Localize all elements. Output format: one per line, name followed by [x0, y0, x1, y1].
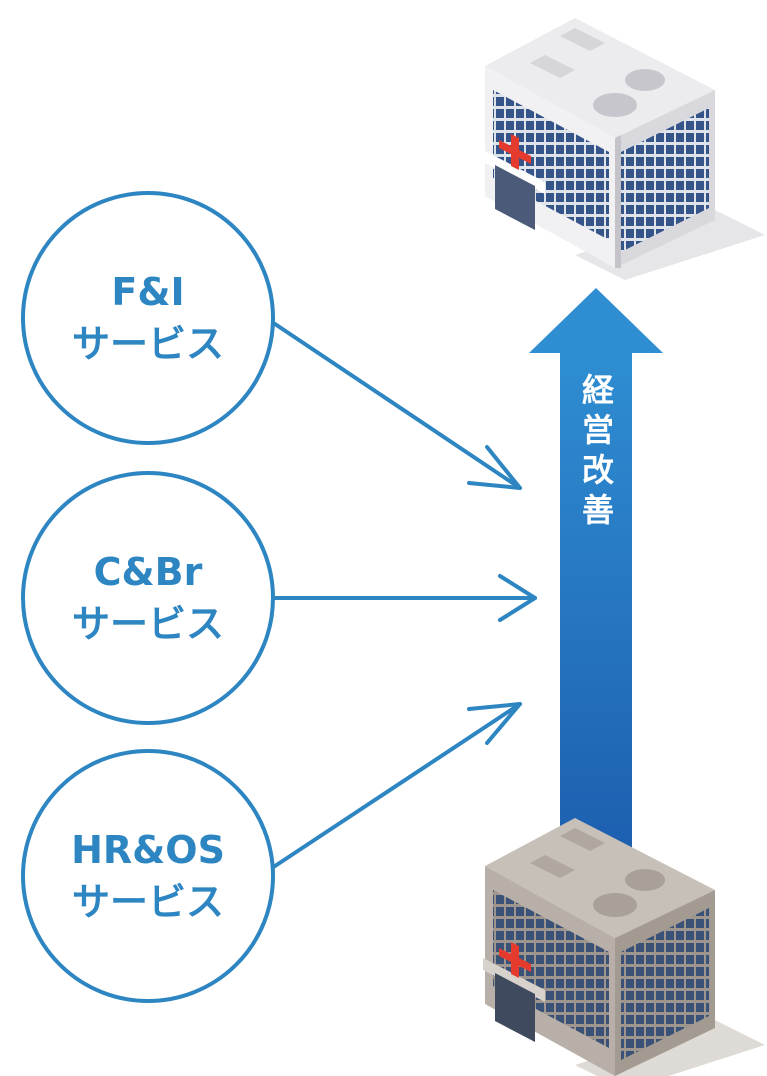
hospital-building-icon [483, 818, 765, 1076]
service-name: F&I [111, 270, 185, 314]
arrow-label: 経 営 改 善 [568, 370, 628, 530]
service-suffix: サービス [71, 322, 224, 366]
service-label-cbr: C&Br サービス [23, 546, 273, 650]
service-circle-hros [21, 749, 275, 1003]
arrow-label-char: 営 [581, 411, 614, 449]
service-label-fi: F&I サービス [23, 266, 273, 370]
improvement-arrow [529, 288, 663, 850]
service-name: C&Br [93, 550, 203, 594]
service-circle-cbr [21, 471, 275, 725]
service-suffix: サービス [71, 880, 224, 924]
arrow-shaft [560, 350, 632, 850]
arrow-label-char: 経 [581, 371, 614, 409]
service-name: HR&OS [71, 828, 225, 872]
arrow-head [529, 288, 663, 353]
arrow-label-char: 善 [581, 491, 614, 529]
hospital-building-icon [483, 18, 765, 280]
service-label-hros: HR&OS サービス [23, 824, 273, 928]
arrow-label-char: 改 [581, 451, 614, 489]
connector-arrow-hros [270, 702, 522, 870]
connector-arrow-cbr [271, 574, 537, 622]
connector-arrow-fi [270, 320, 522, 490]
service-suffix: サービス [71, 602, 224, 646]
service-circle-fi [21, 191, 275, 445]
